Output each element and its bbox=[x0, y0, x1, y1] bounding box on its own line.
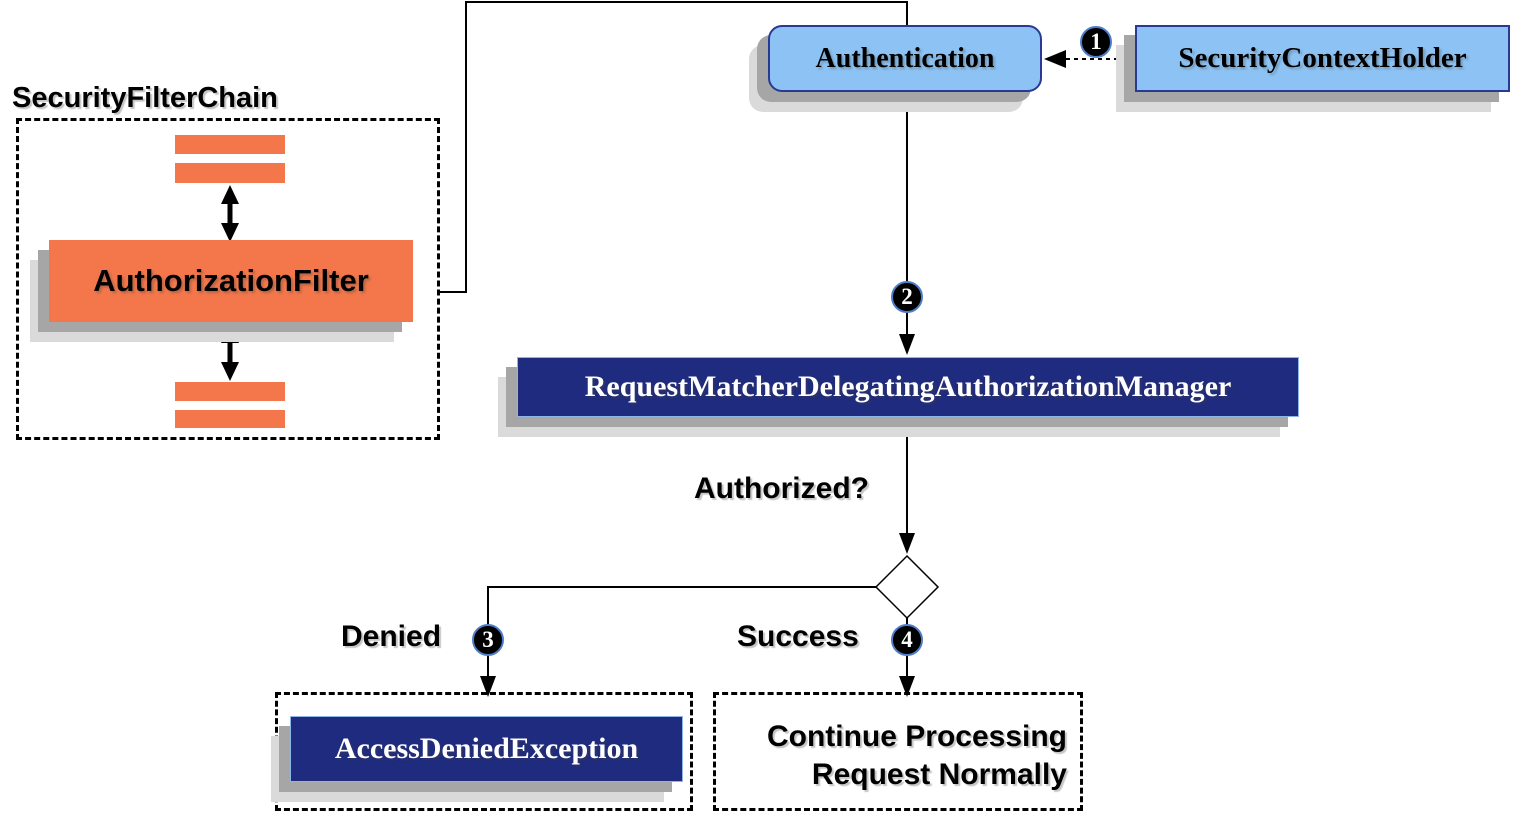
filter-chain-double-arrow-bottom bbox=[221, 324, 239, 381]
filter-placeholder-bar bbox=[175, 410, 285, 428]
authorization-filter-label: AuthorizationFilter bbox=[93, 263, 369, 298]
security-filter-chain-title: SecurityFilterChain bbox=[12, 82, 278, 114]
authentication-label: Authentication bbox=[815, 42, 995, 74]
continue-outcome-container bbox=[713, 692, 1083, 811]
step-2-number: 2 bbox=[901, 284, 913, 309]
decision-diamond bbox=[874, 554, 940, 620]
step-1-badge: 1 bbox=[1080, 26, 1112, 58]
step-3-badge: 3 bbox=[472, 624, 504, 656]
security-filter-chain-container bbox=[16, 118, 440, 440]
authentication-node: Authentication bbox=[768, 25, 1042, 92]
security-context-holder-node: SecurityContextHolder bbox=[1135, 25, 1510, 92]
access-denied-exception-node: AccessDeniedException bbox=[290, 716, 683, 782]
authorization-filter-node: AuthorizationFilter bbox=[49, 240, 413, 322]
denied-label: Denied bbox=[341, 620, 442, 653]
denied-outcome-container bbox=[275, 692, 693, 811]
authorization-manager-node: RequestMatcherDelegatingAuthorizationMan… bbox=[517, 357, 1299, 417]
step-3-number: 3 bbox=[482, 627, 494, 652]
continue-processing-text: Continue Processing Request Normally bbox=[713, 692, 1083, 811]
continue-processing-line1: Continue Processing bbox=[766, 720, 1067, 753]
authorization-manager-label: RequestMatcherDelegatingAuthorizationMan… bbox=[584, 370, 1232, 403]
security-context-holder-label: SecurityContextHolder bbox=[1178, 42, 1467, 74]
contextholder-to-authentication-arrow bbox=[1044, 50, 1134, 68]
filter-placeholder-bar bbox=[175, 163, 285, 183]
success-label: Success bbox=[737, 620, 859, 653]
step-4-badge: 4 bbox=[891, 624, 923, 656]
step-2-badge: 2 bbox=[891, 281, 923, 313]
step-1-number: 1 bbox=[1090, 29, 1102, 54]
continue-processing-line2: Request Normally bbox=[811, 758, 1067, 791]
manager-to-diamond-arrow bbox=[899, 418, 915, 554]
filter-placeholder-bar bbox=[175, 135, 285, 154]
access-denied-exception-label: AccessDeniedException bbox=[334, 732, 639, 765]
filter-placeholder-bar bbox=[175, 382, 285, 401]
step-4-number: 4 bbox=[901, 627, 913, 652]
filter-chain-double-arrow-top bbox=[221, 185, 239, 242]
authorized-question-label: Authorized? bbox=[694, 472, 869, 505]
